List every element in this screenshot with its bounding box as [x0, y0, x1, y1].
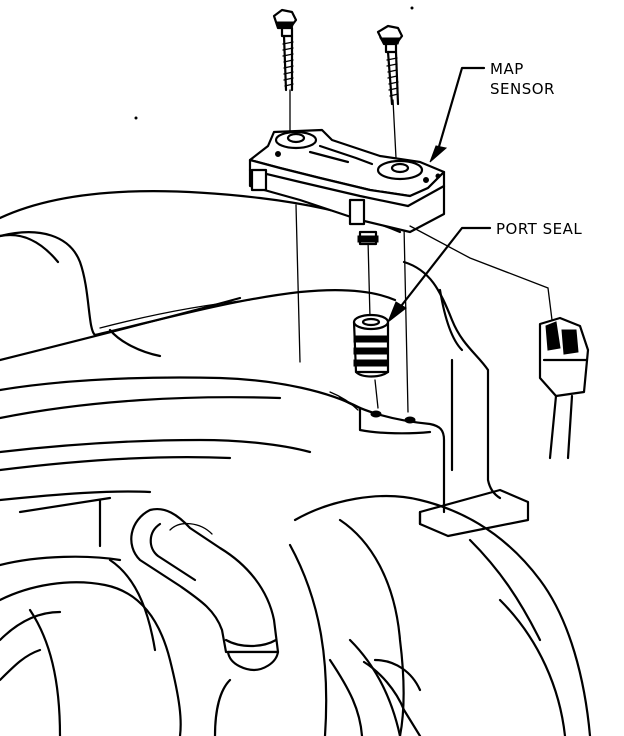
vacuum-hose-elbow	[130, 507, 280, 672]
port-seal-callout-leader	[386, 226, 492, 324]
mounting-bolt-left	[272, 8, 298, 92]
port-seal	[352, 313, 390, 378]
map-sensor	[248, 128, 446, 246]
port-seal-label: PORT SEAL	[496, 220, 582, 238]
map-sensor-label-line1: MAP	[490, 60, 524, 78]
map-sensor-label-line2: SENSOR	[490, 80, 555, 98]
manifold-mounting-holes	[370, 410, 416, 424]
intake-manifold	[0, 190, 592, 736]
map-sensor-callout-leader	[429, 66, 486, 163]
mounting-bolt-right	[376, 24, 404, 106]
sensor-connector-harness	[409, 225, 590, 460]
alignment-lines	[289, 89, 409, 413]
